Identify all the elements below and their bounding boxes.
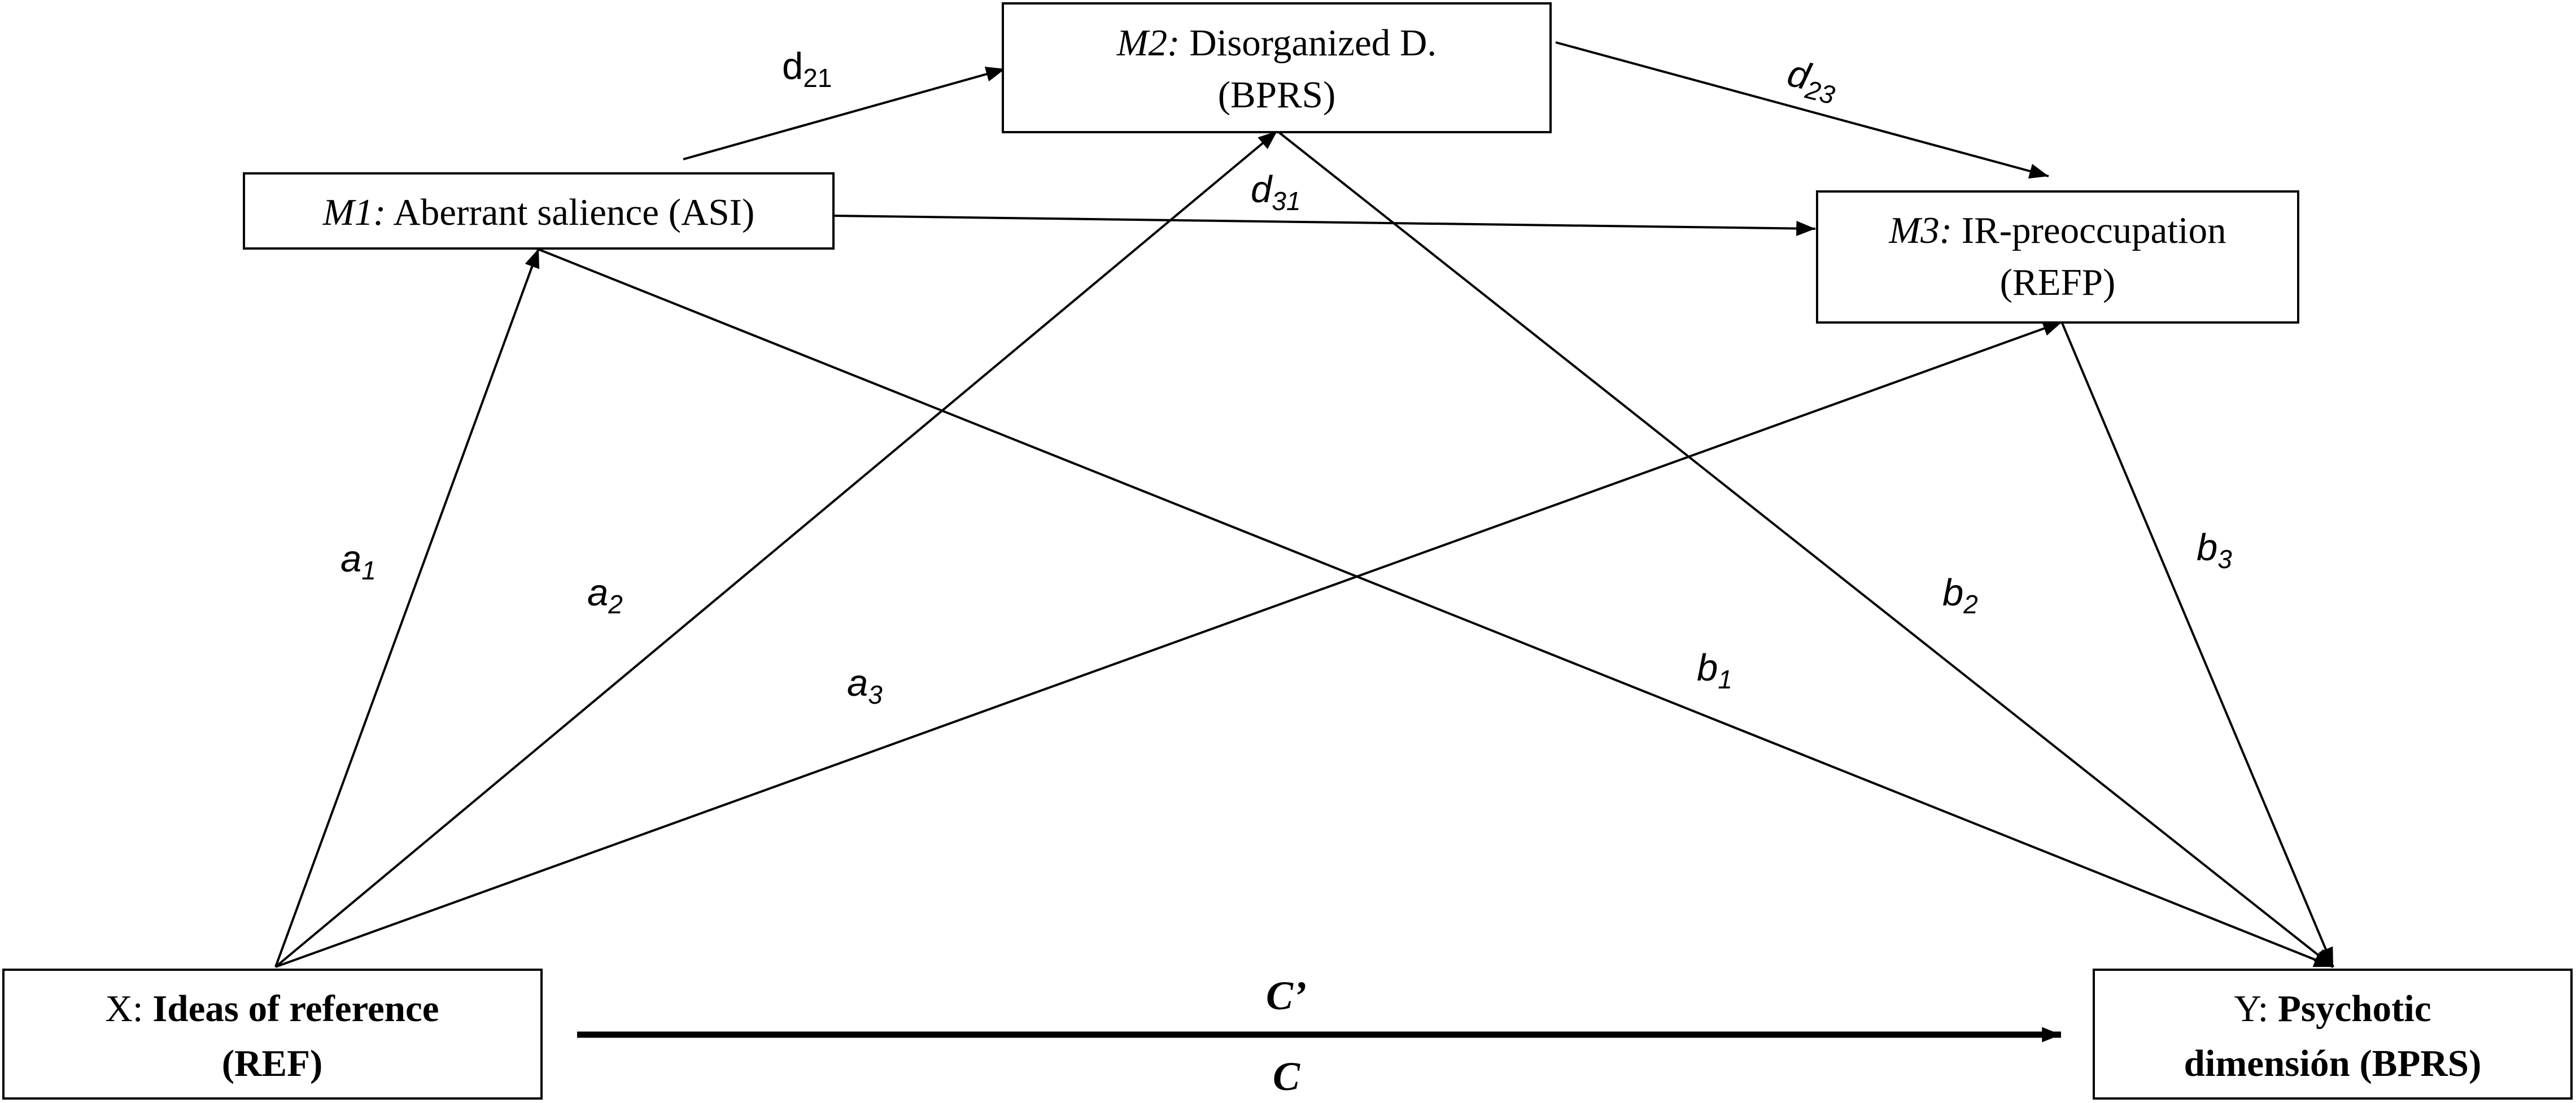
label-c: C [1273, 1054, 1300, 1099]
arrow-m2-to-m3 [1555, 41, 2049, 179]
label-a3: a3 [847, 662, 883, 709]
node-y-label: Y: Psychotic [2234, 988, 2431, 1030]
label-a1: a1 [340, 538, 376, 585]
node-x-label-2: (REF) [222, 1043, 323, 1084]
arrow-m2-to-y [1276, 130, 2334, 968]
label-c-prime: C’ [1266, 973, 1307, 1018]
label-d23: d23 [1782, 52, 1843, 110]
node-m2-box [1002, 2, 1552, 133]
arrow-m1-to-y [536, 247, 2334, 968]
arrow-x-to-m1 [274, 248, 540, 967]
arrow-m3-to-y [2061, 322, 2334, 967]
label-d31: d31 [1251, 168, 1300, 216]
label-b2: b2 [1942, 572, 1978, 619]
label-a2: a2 [587, 572, 623, 619]
node-m3-box [1816, 190, 2299, 324]
node-m3-label-2: (REFP) [2000, 261, 2116, 303]
label-b3: b3 [2197, 526, 2232, 574]
node-m3-label: M3: IR-preoccupation [1888, 210, 2226, 251]
arrow-m1-to-m3 [834, 215, 1816, 237]
label-d21: d21 [782, 45, 832, 93]
node-x-label: X: Ideas of reference [105, 988, 439, 1030]
node-m2-label: M2: Disorganized D. [1116, 22, 1437, 64]
arrow-x-to-m3 [275, 321, 2063, 968]
node-m2-label-2: (BPRS) [1218, 74, 1336, 116]
node-m1-label: M1: Aberrant salience (ASI) [322, 191, 755, 233]
arrow-x-to-m2 [274, 130, 1278, 968]
node-y-box [2093, 969, 2573, 1100]
node-x-box [2, 969, 543, 1100]
node-m1-box [243, 172, 835, 250]
label-b1: b1 [1697, 647, 1732, 694]
arrow-m1-to-m2 [683, 67, 1006, 160]
node-y-label-2: dimensión (BPRS) [2184, 1043, 2482, 1084]
